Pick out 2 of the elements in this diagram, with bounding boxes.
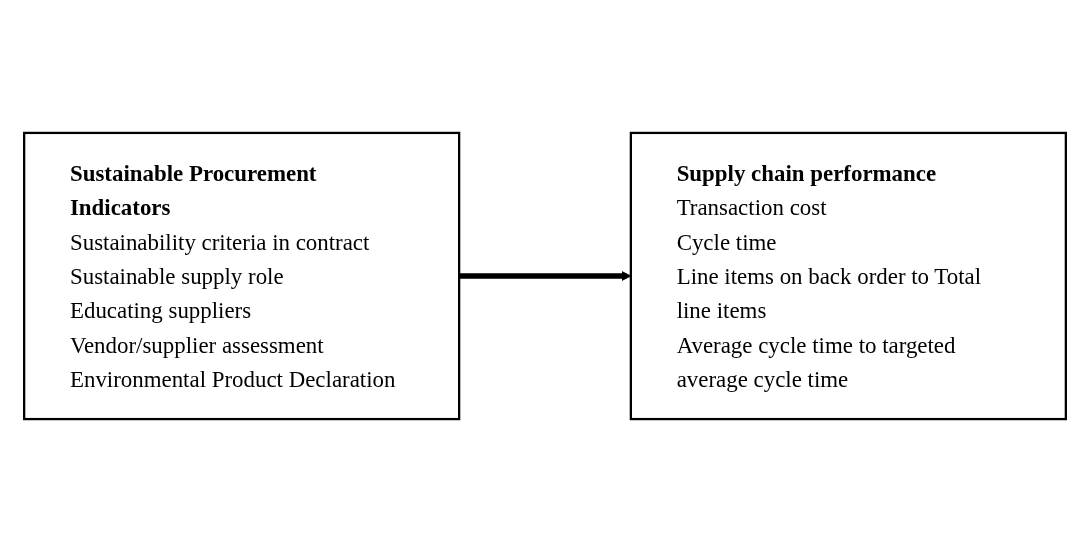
node-box: Supply chain performance Transaction cost Cycle time Line items on back order to Total line items Average cycle time to targeted average cycle time [629, 131, 1067, 420]
node-box: Sustainable Procurement Indicators Sustainability criteria in contract Sustainable supply role Educating suppliers Vendor/supplier assessment Environmental Product Declaration [23, 131, 461, 420]
